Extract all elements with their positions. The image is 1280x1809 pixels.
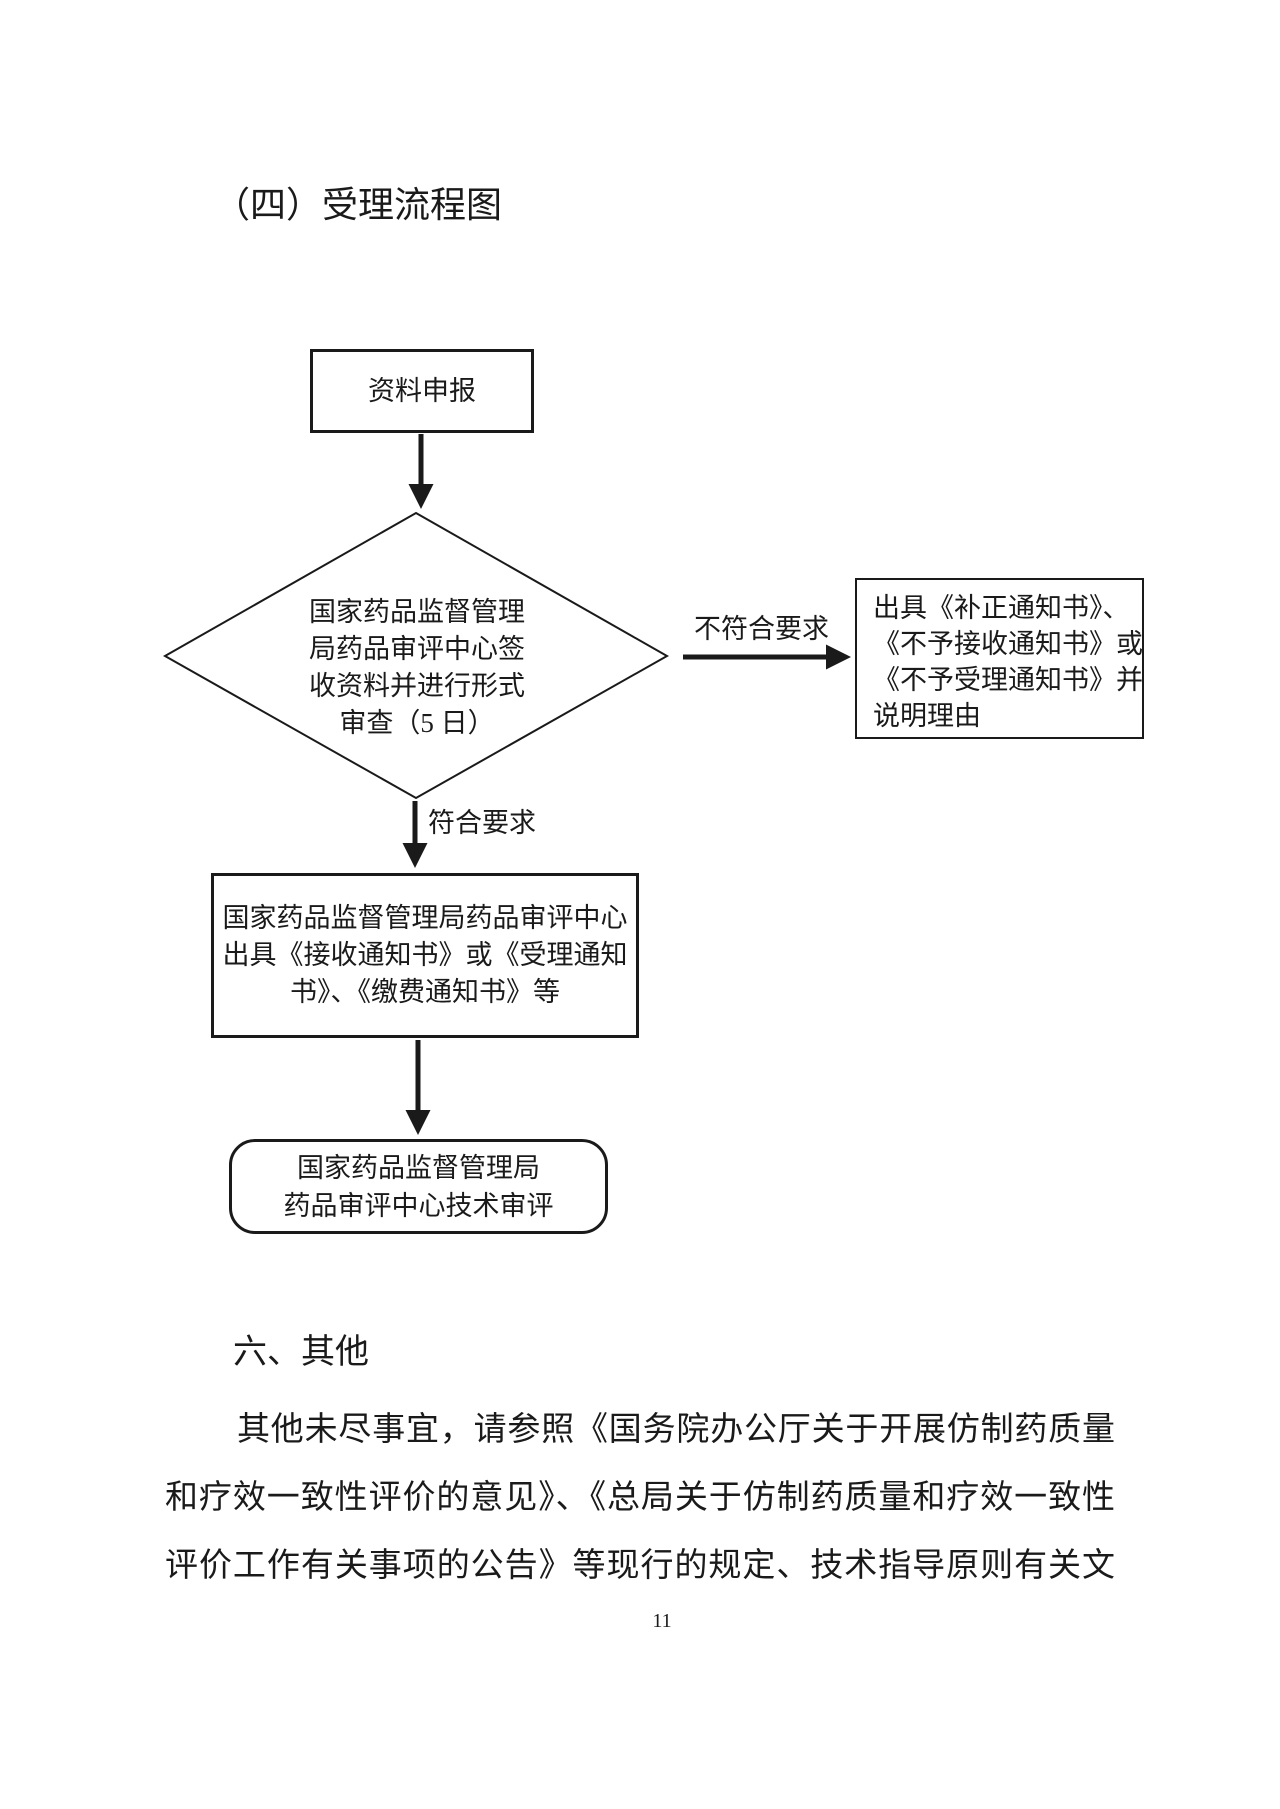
branch-label-compliant: 符合要求 — [428, 808, 536, 838]
flow-node-start-label: 资料申报 — [368, 375, 476, 406]
page-number: 11 — [652, 1610, 672, 1632]
section-heading-other: 六、其他 — [233, 1334, 369, 1371]
flow-node-decision-text: 国家药品监督管理 局药品审评中心签 收资料并进行形式 审查（5 日） — [256, 594, 578, 742]
decision-text-line: 国家药品监督管理 — [309, 597, 525, 627]
branch-label-not-compliant: 不符合要求 — [694, 614, 829, 644]
accept-box-line: 书》、《缴费通知书》等 — [290, 977, 560, 1007]
accept-box-line: 国家药品监督管理局药品审评中心 — [222, 903, 628, 933]
paragraph-line: 和疗效一致性评价的意见》、《总局关于仿制药质量和疗效一致性 — [165, 1480, 1115, 1516]
paragraph-line: 评价工作有关事项的公告》等现行的规定、技术指导原则有关文 — [165, 1548, 1115, 1584]
decision-text-line: 审查（5 日） — [339, 708, 495, 738]
body-paragraph: 其他未尽事宜，请参照《国务院办公厅关于开展仿制药质量 和疗效一致性评价的意见》、… — [165, 1396, 1115, 1600]
flowchart-section-title: （四）受理流程图 — [214, 185, 503, 225]
reject-box-line: 《不予受理通知书》并 — [873, 665, 1143, 695]
reject-box-line: 出具《补正通知书》、 — [873, 593, 1130, 623]
final-box-line: 国家药品监督管理局 — [297, 1152, 540, 1183]
final-box-line: 药品审评中心技术审评 — [283, 1190, 554, 1221]
flow-node-reject-notice: 出具《补正通知书》、 《不予接收通知书》或 《不予受理通知书》并 说明理由 — [855, 578, 1144, 739]
flow-node-start: 资料申报 — [310, 349, 534, 433]
paragraph-line: 其他未尽事宜，请参照《国务院办公厅关于开展仿制药质量 — [237, 1412, 1115, 1448]
flow-node-technical-review: 国家药品监督管理局 药品审评中心技术审评 — [229, 1139, 608, 1234]
flow-node-accept-notice: 国家药品监督管理局药品审评中心 出具《接收通知书》或《受理通知 书》、《缴费通知… — [211, 873, 639, 1038]
reject-box-line: 说明理由 — [873, 701, 981, 731]
decision-text-line: 局药品审评中心签 — [309, 634, 525, 664]
reject-box-line: 《不予接收通知书》或 — [873, 629, 1143, 659]
accept-box-line: 出具《接收通知书》或《受理通知 — [222, 940, 628, 970]
decision-text-line: 收资料并进行形式 — [309, 671, 525, 701]
